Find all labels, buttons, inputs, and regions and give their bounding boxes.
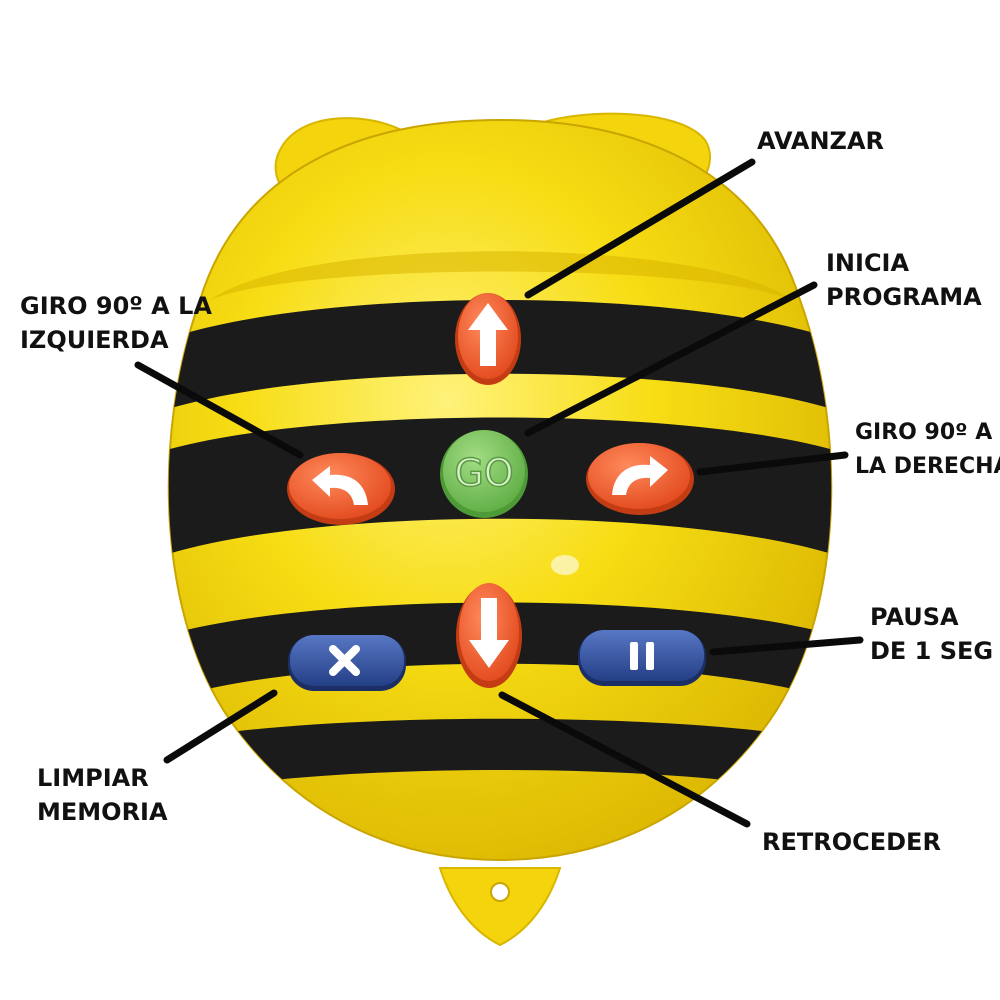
backward-button[interactable] [456, 583, 522, 688]
label-derecha-line-1: GIRO 90º A [855, 420, 993, 445]
label-inicia-line-1: INICIA [826, 249, 910, 277]
label-pausa: PAUSA DE 1 SEG [870, 600, 993, 668]
leader-pausa [709, 636, 864, 656]
pause-icon [630, 642, 654, 670]
label-limpiar-line-2: MEMORIA [37, 798, 168, 826]
head-rim [210, 251, 792, 300]
turn-right-button[interactable] [586, 443, 694, 515]
body-highlight [551, 555, 579, 575]
turn-left-icon [312, 466, 368, 505]
turn-right-icon [612, 456, 668, 495]
forward-button[interactable] [455, 293, 521, 385]
arrow-down-icon [469, 598, 509, 668]
pause-button[interactable] [578, 630, 706, 686]
clear-memory-button[interactable] [288, 635, 406, 691]
leader-limpiar [163, 689, 278, 764]
leader-derecha [696, 451, 849, 476]
go-button-label: GO [454, 451, 513, 495]
leader-lines [134, 158, 864, 828]
label-izquierda-line-2: IZQUIERDA [20, 326, 169, 354]
leader-inicia [524, 281, 818, 437]
label-pausa-line-2: DE 1 SEG [870, 637, 994, 665]
label-avanzar-line-1: AVANZAR [757, 127, 885, 155]
label-inicia-programa: INICIA PROGRAMA [826, 246, 982, 314]
label-avanzar: AVANZAR [757, 124, 884, 158]
tail-hole [490, 882, 510, 902]
leader-izquierda [134, 361, 304, 459]
label-retroceder-line-1: RETROCEDER [762, 828, 941, 856]
arrow-up-icon [468, 303, 508, 366]
label-izquierda-line-1: GIRO 90º A LA [20, 292, 212, 320]
go-button[interactable]: GO [440, 430, 528, 518]
label-limpiar-memoria: LIMPIAR MEMORIA [37, 761, 168, 829]
label-giro-izquierda: GIRO 90º A LA IZQUIERDA [20, 289, 212, 357]
label-derecha-line-2: LA DERECHA [855, 454, 1000, 479]
label-limpiar-line-1: LIMPIAR [37, 764, 149, 792]
label-giro-derecha: GIRO 90º A LA DERECHA [855, 416, 1000, 484]
label-inicia-line-2: PROGRAMA [826, 283, 982, 311]
tail-tab [438, 867, 562, 947]
turn-left-button[interactable] [287, 453, 395, 525]
leader-avanzar [524, 158, 756, 299]
label-retroceder: RETROCEDER [762, 825, 941, 859]
close-icon [329, 645, 360, 676]
leader-retroceder [498, 691, 751, 828]
label-pausa-line-1: PAUSA [870, 603, 959, 631]
stripe-4 [168, 718, 832, 800]
